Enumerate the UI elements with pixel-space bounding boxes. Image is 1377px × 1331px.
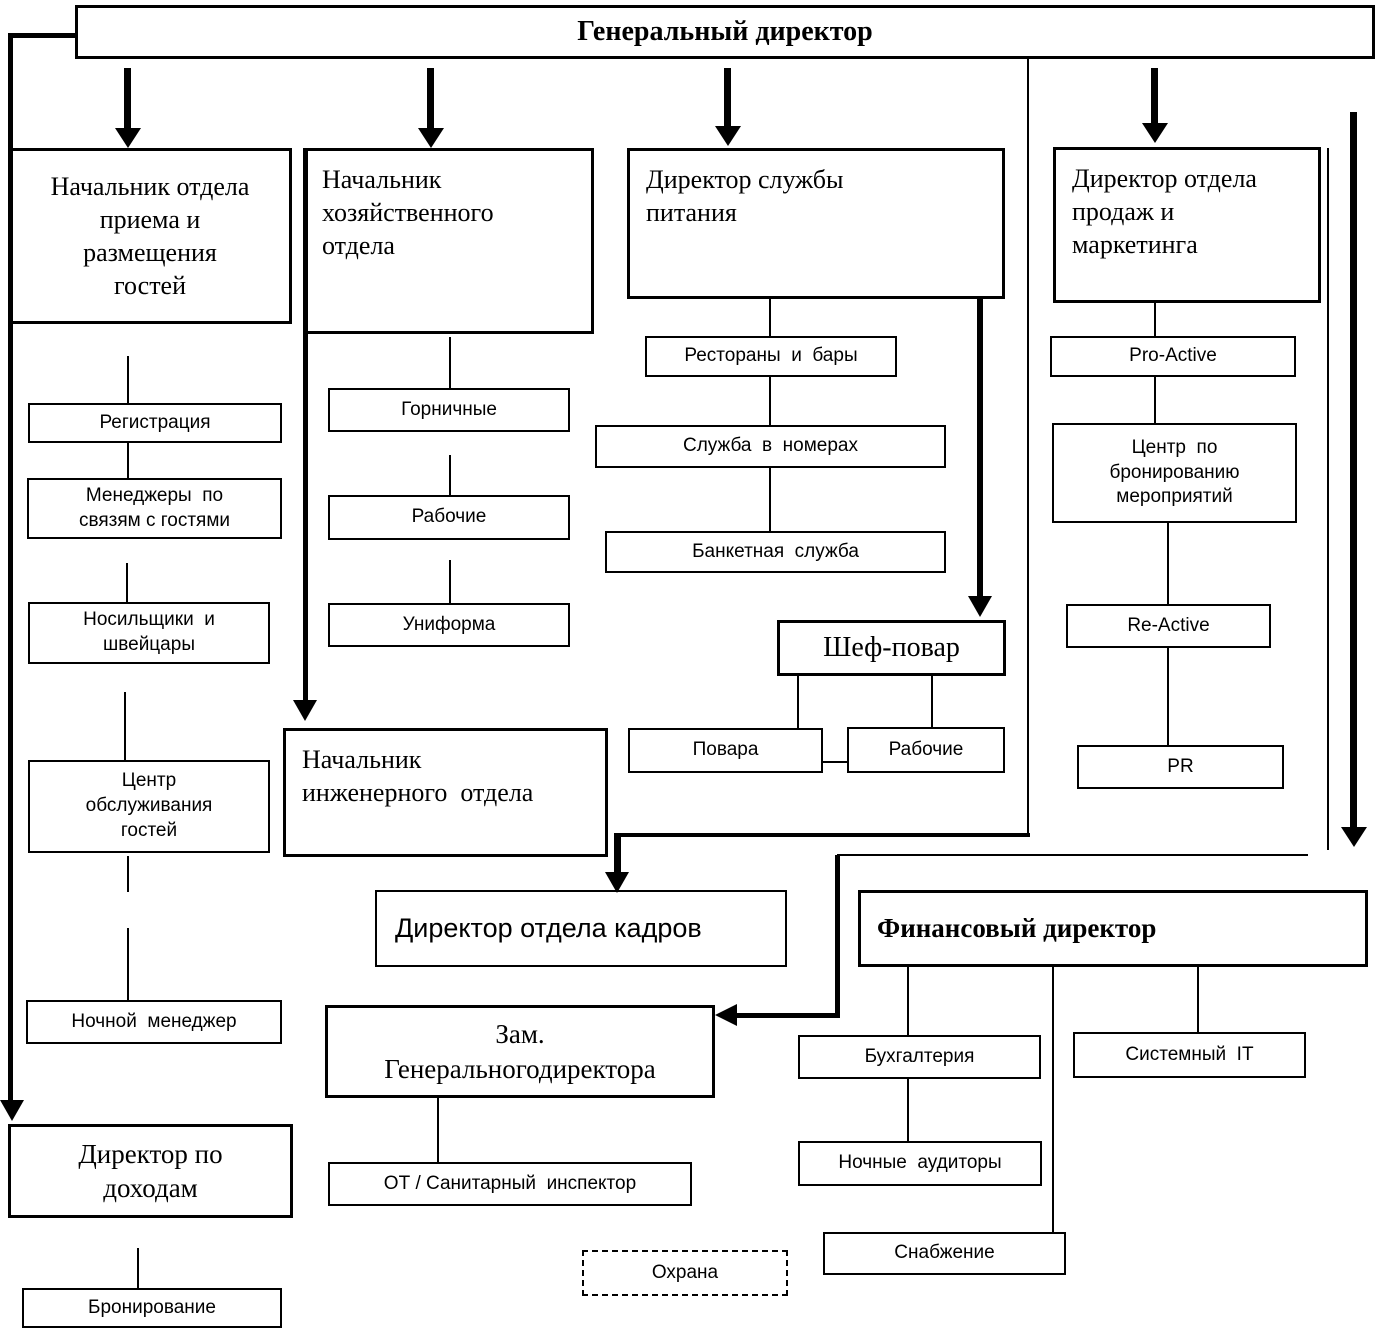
- arrow-to-revenue-director: [8, 33, 13, 1103]
- connector: [837, 854, 1308, 856]
- node-guest-service-center: Центр обслуживания гостей: [28, 760, 270, 853]
- connector: [126, 563, 128, 602]
- connector: [823, 761, 847, 763]
- node-system-it: Системный IT: [1073, 1032, 1306, 1078]
- arrow-to-food-director: [724, 68, 731, 128]
- node-financial-director: Финансовый директор: [858, 890, 1368, 967]
- node-sales-marketing-director: Директор отдела продаж и маркетинга: [1053, 147, 1321, 303]
- connector: [931, 676, 933, 727]
- connector: [1154, 377, 1156, 423]
- connector: [769, 298, 771, 336]
- connector: [907, 1079, 909, 1141]
- connector: [1052, 967, 1054, 1232]
- connector: [137, 1248, 139, 1288]
- node-registration: Регистрация: [28, 403, 282, 443]
- node-porters: Носильщики и швейцары: [28, 602, 270, 664]
- node-hr-director: Директор отдела кадров: [375, 890, 787, 967]
- node-safety-inspector: ОТ / Санитарный инспектор: [328, 1162, 692, 1206]
- connector: [1327, 148, 1329, 850]
- connector: [1197, 967, 1199, 1032]
- node-household-workers: Рабочие: [328, 495, 570, 540]
- arrow-to-reception-head: [124, 68, 131, 130]
- connector: [797, 676, 799, 728]
- node-room-service: Служба в номерах: [595, 425, 946, 468]
- arrow-to-hr-director: [616, 833, 1030, 837]
- connector: [769, 377, 771, 425]
- connector: [449, 455, 451, 495]
- connector: [907, 967, 909, 1035]
- node-reception-head: Начальник отдела приема и размещения гос…: [8, 148, 292, 324]
- connector: [1154, 303, 1156, 336]
- node-accounting: Бухгалтерия: [798, 1035, 1041, 1079]
- node-pr: PR: [1077, 745, 1284, 789]
- connector: [437, 1098, 439, 1162]
- connector: [449, 337, 451, 388]
- arrowhead-down-icon: [1142, 123, 1168, 143]
- node-pro-active: Pro-Active: [1050, 336, 1296, 377]
- arrowhead-down-icon: [605, 872, 629, 893]
- arrow-to-sales-director: [1151, 68, 1158, 125]
- node-guest-relation-managers: Менеджеры по связям с гостями: [27, 478, 282, 539]
- node-night-auditors: Ночные аудиторы: [798, 1141, 1042, 1186]
- connector: [127, 443, 129, 478]
- node-chef: Шеф-повар: [777, 620, 1006, 676]
- node-booking: Бронирование: [22, 1288, 282, 1328]
- arrowhead-left-icon: [715, 1004, 737, 1026]
- arrowhead-down-icon: [418, 128, 444, 148]
- connector: [1167, 523, 1169, 604]
- node-restaurants-bars: Рестораны и бары: [645, 336, 897, 377]
- arrow-to-deputy-director: [835, 855, 840, 1015]
- arrowhead-down-icon: [293, 700, 317, 721]
- connector: [127, 928, 129, 1000]
- node-uniform: Униформа: [328, 603, 570, 647]
- arrowhead-down-icon: [968, 596, 992, 617]
- node-engineering-head: Начальник инженерного отдела: [283, 728, 608, 857]
- arrow-to-chef: [977, 298, 983, 598]
- arrowhead-down-icon: [715, 126, 741, 146]
- arrow-to-revenue-director: [8, 33, 75, 38]
- connector: [1027, 58, 1029, 837]
- node-deputy-general-director: Зам. Генеральногодиректора: [325, 1005, 715, 1098]
- arrowhead-down-icon: [115, 128, 141, 148]
- node-event-booking-center: Центр по бронированию мероприятий: [1052, 423, 1297, 523]
- connector: [769, 468, 771, 531]
- node-re-active: Re-Active: [1066, 604, 1271, 648]
- node-food-service-director: Директор службы питания: [627, 148, 1005, 299]
- node-supply: Снабжение: [823, 1232, 1066, 1275]
- node-kitchen-workers: Рабочие: [847, 727, 1005, 773]
- node-revenue-director: Директор по доходам: [8, 1124, 293, 1218]
- connector: [127, 856, 129, 892]
- node-cooks: Повара: [628, 728, 823, 773]
- arrow-to-financial-director: [1350, 112, 1357, 827]
- arrow-to-household-head: [427, 68, 434, 130]
- node-general-director: Генеральный директор: [75, 5, 1375, 59]
- arrowhead-down-icon: [1341, 827, 1367, 847]
- connector: [124, 692, 126, 760]
- arrowhead-down-icon: [0, 1100, 24, 1121]
- arrow-to-hr-director: [614, 833, 621, 874]
- arrow-to-deputy-director: [737, 1013, 840, 1018]
- connector: [449, 560, 451, 603]
- connector: [1167, 648, 1169, 745]
- node-housemaids: Горничные: [328, 388, 570, 432]
- node-household-head: Начальник хозяйственного отдела: [303, 148, 594, 334]
- node-security: Охрана: [582, 1250, 788, 1296]
- node-banquet-service: Банкетная служба: [605, 531, 946, 573]
- connector: [127, 356, 129, 403]
- arrow-to-engineering-head: [303, 150, 308, 702]
- node-night-manager: Ночной менеджер: [26, 1000, 282, 1044]
